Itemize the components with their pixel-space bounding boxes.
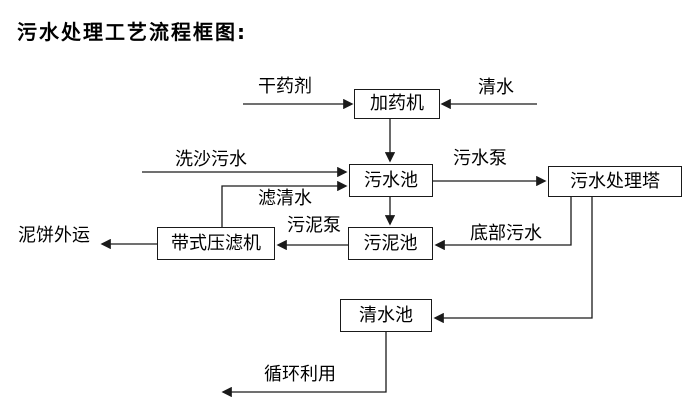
flow-line-clean-water-pool-to-recycle (221, 332, 387, 398)
flow-label-dry-agent: 干药剂 (258, 76, 312, 97)
diagram-title: 污水处理工艺流程框图: (17, 20, 247, 44)
flow-label-sewage-pump: 污水泵 (453, 148, 507, 169)
node-clean-water-pool: 清水池 (340, 299, 432, 332)
flow-line-bottom-sewage-to-sludge-pool (434, 197, 572, 251)
node-dosing-machine: 加药机 (354, 89, 440, 119)
flow-label-recycle-use: 循环利用 (264, 364, 336, 385)
flow-label-sludge-pump: 污泥泵 (287, 215, 341, 236)
flow-line-filtered-water-to-sewage-pool (221, 180, 348, 227)
flow-label-filtered-water: 滤清水 (258, 188, 312, 209)
flow-label-clean-water: 清水 (478, 77, 514, 98)
node-sludge-pool: 污泥池 (348, 227, 433, 260)
node-treatment-tower: 污水处理塔 (548, 166, 682, 197)
node-sewage-pool: 污水池 (349, 164, 433, 197)
flow-label-bottom-sewage: 底部污水 (470, 223, 542, 244)
flow-label-mud-cake-out: 泥饼外运 (18, 225, 90, 246)
flow-line-tower-to-clean-water-pool (433, 197, 593, 324)
node-belt-filter-press: 带式压滤机 (157, 227, 275, 260)
flow-label-sand-washing-sewage: 洗沙污水 (175, 149, 247, 170)
